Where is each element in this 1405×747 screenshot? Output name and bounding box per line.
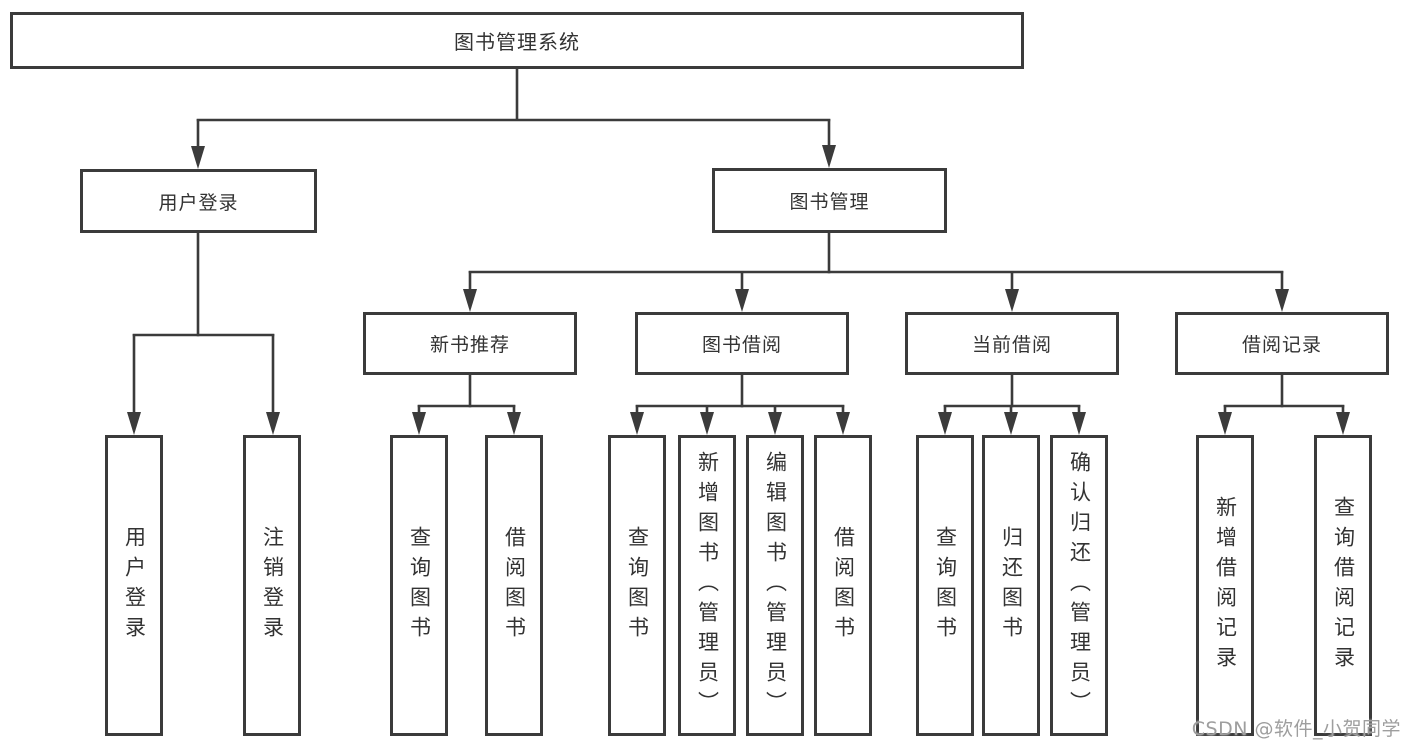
leaf-label: 查询图书 [625,525,650,646]
leaf-confirm-return-admin: 确认归还（管理员） [1050,435,1108,736]
leaf-label: 新增借阅记录 [1213,495,1238,676]
node-label: 图书管理 [789,191,870,213]
leaf-user-login: 用户登录 [105,435,163,736]
leaf-query-book-recommend: 查询图书 [390,435,448,736]
node-library-management-system: 图书管理系统 [10,12,1024,69]
leaf-label: 编辑图书（管理员） [763,450,788,721]
leaf-label: 用户登录 [122,525,147,646]
leaf-label: 借阅图书 [502,525,527,646]
node-user-login: 用户登录 [80,169,317,233]
leaf-label: 新增图书（管理员） [695,450,720,721]
node-borrow-records: 借阅记录 [1175,312,1389,375]
node-label: 新书推荐 [429,334,510,356]
leaf-query-borrow-record: 查询借阅记录 [1314,435,1372,736]
leaf-return-book: 归还图书 [982,435,1040,736]
node-label: 图书管理系统 [454,30,580,54]
leaf-label: 查询图书 [933,525,958,646]
node-book-borrow: 图书借阅 [635,312,849,375]
node-label: 用户登录 [158,191,239,214]
node-label: 借阅记录 [1241,334,1322,356]
node-label: 图书借阅 [701,334,782,356]
leaf-logout-login: 注销登录 [243,435,301,736]
node-new-book-recommend: 新书推荐 [363,312,577,375]
leaf-label: 借阅图书 [831,525,856,646]
node-book-management: 图书管理 [712,168,947,233]
leaf-query-book-borrow: 查询图书 [608,435,666,736]
leaf-borrow-book-recommend: 借阅图书 [485,435,543,736]
leaf-label: 查询借阅记录 [1331,495,1356,676]
leaf-label: 注销登录 [260,525,285,646]
leaf-borrow-book: 借阅图书 [814,435,872,736]
node-label: 当前借阅 [971,334,1052,356]
node-current-borrow: 当前借阅 [905,312,1119,375]
csdn-watermark: CSDN @软件_小贺同学 [1191,718,1401,740]
leaf-add-book-admin: 新增图书（管理员） [678,435,736,736]
leaf-label: 查询图书 [407,525,432,646]
leaf-label: 确认归还（管理员） [1067,450,1092,721]
leaf-add-borrow-record: 新增借阅记录 [1196,435,1254,736]
leaf-label: 归还图书 [999,525,1024,646]
leaf-edit-book-admin: 编辑图书（管理员） [746,435,804,736]
leaf-query-book-current: 查询图书 [916,435,974,736]
